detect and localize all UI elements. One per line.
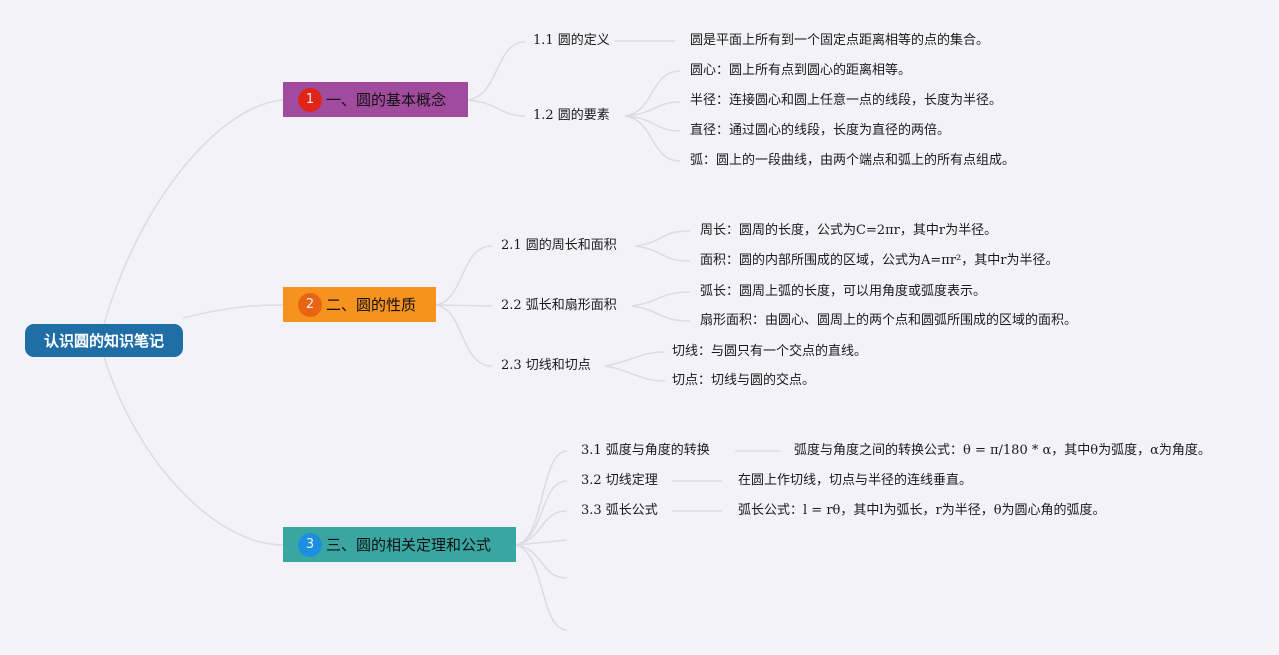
branch-node-1[interactable]: 1 一、圆的基本概念 [283, 82, 468, 117]
leaf-node[interactable]: 在圆上作切线，切点与半径的连线垂直。 [738, 473, 973, 488]
subtopic-node[interactable]: 1.2 圆的要素 [533, 108, 610, 123]
root-node[interactable]: 认识圆的知识笔记 [25, 324, 183, 357]
leaf-node[interactable]: 扇形面积：由圆心、圆周上的两个点和圆弧所围成的区域的面积。 [700, 313, 1078, 328]
subtopic-node[interactable]: 3.3 弧长公式 [581, 503, 658, 518]
leaf-node[interactable]: 半径：连接圆心和圆上任意一点的线段，长度为半径。 [690, 93, 1003, 108]
subtopic-node[interactable]: 2.2 弧长和扇形面积 [501, 298, 617, 313]
leaf-node[interactable]: 弧：圆上的一段曲线，由两个端点和弧上的所有点组成。 [690, 153, 1016, 168]
subtopic-node[interactable]: 3.1 弧度与角度的转换 [581, 443, 710, 458]
branch-title: 一、圆的基本概念 [326, 91, 447, 109]
branch-node-2[interactable]: 2 二、圆的性质 [283, 287, 436, 322]
subtopic-node[interactable]: 3.2 切线定理 [581, 473, 658, 488]
subtopic-node[interactable]: 1.1 圆的定义 [533, 33, 610, 48]
leaf-node[interactable]: 周长：圆周的长度，公式为C=2πr，其中r为半径。 [700, 223, 998, 238]
leaf-node[interactable]: 圆心：圆上所有点到圆心的距离相等。 [690, 63, 912, 78]
leaf-node[interactable]: 直径：通过圆心的线段，长度为直径的两倍。 [690, 123, 951, 138]
leaf-node[interactable]: 弧长：圆周上弧的长度，可以用角度或弧度表示。 [700, 284, 987, 299]
number-badge: 1 [298, 87, 322, 112]
leaf-node[interactable]: 面积：圆的内部所围成的区域，公式为A=πr²，其中r为半径。 [700, 253, 1059, 268]
number-badge: 3 [298, 532, 322, 557]
subtopic-node[interactable]: 2.1 圆的周长和面积 [501, 238, 617, 253]
number-badge: 2 [298, 292, 322, 317]
subtopic-node[interactable]: 2.3 切线和切点 [501, 358, 591, 373]
branch-title: 三、圆的相关定理和公式 [326, 536, 492, 554]
branch-node-3[interactable]: 3 三、圆的相关定理和公式 [283, 527, 516, 562]
leaf-node[interactable]: 弧度与角度之间的转换公式：θ = π/180 * α，其中θ为弧度，α为角度。 [794, 443, 1211, 458]
branch-title: 二、圆的性质 [326, 296, 417, 314]
leaf-node[interactable]: 弧长公式：l = rθ，其中l为弧长，r为半径，θ为圆心角的弧度。 [738, 503, 1106, 518]
leaf-node[interactable]: 圆是平面上所有到一个固定点距离相等的点的集合。 [690, 33, 990, 48]
leaf-node[interactable]: 切点：切线与圆的交点。 [672, 373, 816, 388]
leaf-node[interactable]: 切线：与圆只有一个交点的直线。 [672, 344, 868, 359]
